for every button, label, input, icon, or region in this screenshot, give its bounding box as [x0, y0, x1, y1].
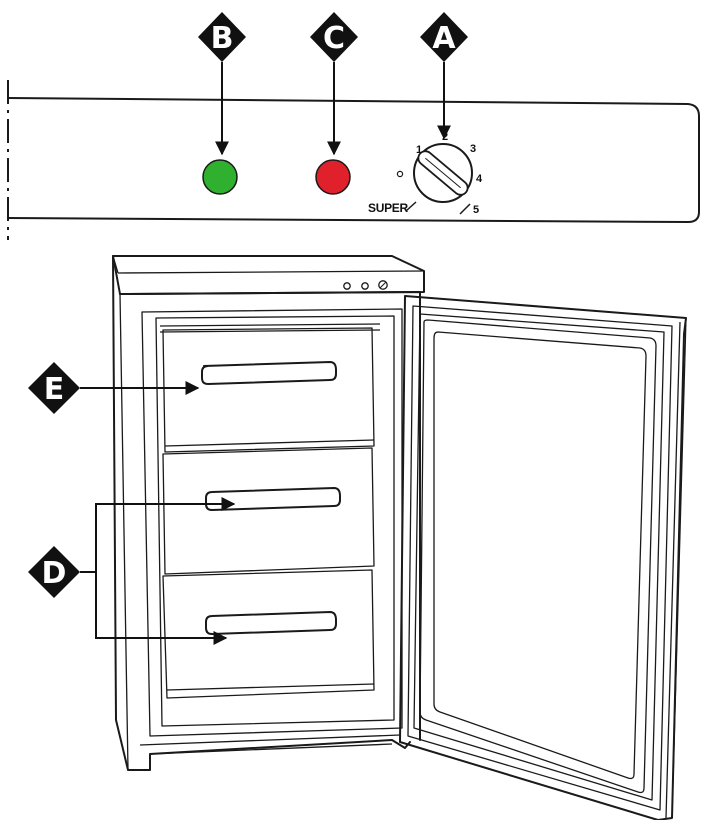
dial-super-label: SUPER	[368, 201, 408, 215]
drawer-bottom	[162, 569, 375, 699]
svg-text:C: C	[323, 21, 345, 56]
callout-c: C	[310, 12, 358, 156]
thermostat-dial: 1 2 3 4 5 SUPER	[368, 131, 483, 216]
svg-text:D: D	[42, 556, 67, 591]
callout-e: E	[28, 362, 200, 414]
dial-mark-3: 3	[470, 143, 476, 155]
svg-text:E: E	[44, 372, 65, 407]
dial-mark-1: 1	[416, 144, 422, 156]
drawer-top	[162, 327, 375, 453]
dial-mark-off	[396, 170, 404, 178]
freezer-door	[399, 295, 687, 820]
drawer-middle	[162, 447, 375, 575]
control-panel: 1 2 3 4 5 SUPER	[7, 80, 700, 240]
svg-text:A: A	[432, 21, 456, 56]
green-indicator-light	[202, 159, 238, 195]
dial-mark-5: 5	[473, 204, 479, 216]
freezer-cabinet	[112, 255, 425, 771]
callout-d: D	[28, 497, 236, 645]
callout-b: B	[198, 12, 246, 156]
red-indicator-light	[315, 159, 351, 195]
callout-a: A	[420, 12, 468, 140]
dial-mark-2: 2	[442, 131, 448, 143]
dial-mark-4: 4	[476, 173, 483, 185]
svg-text:B: B	[211, 21, 234, 56]
